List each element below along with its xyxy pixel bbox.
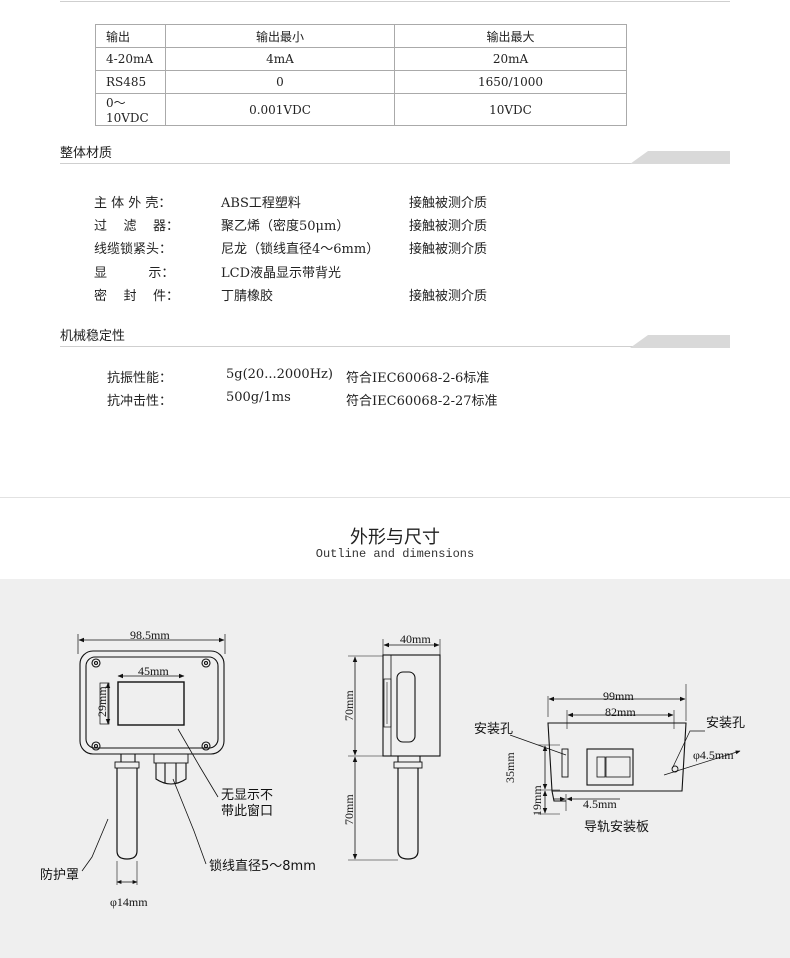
rail-gap-label: 4.5mm <box>583 797 617 811</box>
material-note: 接触被测介质 <box>409 242 488 257</box>
table-cell: 4mA <box>165 47 395 71</box>
mechanical-label: 抗冲击性： <box>107 394 173 409</box>
materials-title: 整体材质 <box>60 146 113 161</box>
section-separator <box>0 497 790 498</box>
protective-cover-label: 防护罩 <box>40 867 79 883</box>
material-value: ABS工程塑料 <box>221 196 301 211</box>
material-label: 线缆锁紧头： <box>94 242 173 257</box>
material-note: 接触被测介质 <box>409 196 488 211</box>
table-row: 0～10VDC 0.001VDC 10VDC <box>95 93 627 126</box>
rail-plate-view <box>509 684 741 815</box>
mechanical-label: 抗振性能： <box>107 371 173 386</box>
table-cell: 0～10VDC <box>95 93 166 126</box>
front-view <box>77 634 226 885</box>
material-label: 过 滤 器： <box>94 219 180 234</box>
header-max: 输出最大 <box>394 24 627 48</box>
material-note: 接触被测介质 <box>409 219 488 234</box>
outline-title: 外形与尺寸 <box>350 527 440 548</box>
side-upper-height-label: 70mm <box>342 690 356 721</box>
output-table: 输出 输出最小 输出最大 4-20mA 4mA 20mA RS485 0 165… <box>95 24 627 126</box>
rail-plate-label: 导轨安装板 <box>584 820 649 835</box>
material-label: 显 示： <box>94 266 175 281</box>
rail-offset-label: 19mm <box>530 785 544 816</box>
drawing-canvas: 98.5mm 45mm 29mm 无显示不 带此窗口 防护罩 φ14mm 锁线直… <box>40 628 745 909</box>
window-width-label: 45mm <box>138 664 169 678</box>
rail-hole-diameter-label: φ4.5mm <box>693 748 734 762</box>
mechanical-note: 符合IEC60068-2-27标准 <box>346 394 498 409</box>
top-divider <box>60 0 730 5</box>
table-cell: 20mA <box>394 47 627 71</box>
material-label: 主 体 外 壳： <box>94 196 172 211</box>
table-row: 4-20mA 4mA 20mA <box>95 47 627 71</box>
side-view <box>348 639 441 861</box>
materials-tab <box>630 151 730 164</box>
mechanical-title: 机械稳定性 <box>60 329 126 344</box>
no-display-note-1: 无显示不 <box>221 788 273 803</box>
mechanical-value: 5g(20...2000Hz) <box>226 367 333 382</box>
materials-divider <box>60 163 730 164</box>
cable-lock-label: 锁线直径5～8mm <box>209 858 316 874</box>
rail-hole-right-label: 安装孔 <box>706 716 745 731</box>
table-cell: 0.001VDC <box>165 93 395 126</box>
material-value: LCD液晶显示带背光 <box>221 266 342 281</box>
front-width-label: 98.5mm <box>130 628 170 642</box>
rail-height-label: 35mm <box>503 752 517 783</box>
table-cell: RS485 <box>95 70 166 94</box>
header-output: 输出 <box>95 24 166 48</box>
header-min: 输出最小 <box>165 24 395 48</box>
table-cell: 0 <box>165 70 395 94</box>
material-label: 密 封 件： <box>94 289 180 304</box>
outline-subtitle: Outline and dimensions <box>315 547 475 561</box>
side-depth-label: 40mm <box>400 632 431 646</box>
mechanical-tab <box>630 335 730 348</box>
side-lower-height-label: 70mm <box>342 794 356 825</box>
probe-diameter-label: φ14mm <box>110 895 148 909</box>
mechanical-value: 500g/1ms <box>226 390 291 405</box>
table-row: RS485 0 1650/1000 <box>95 70 627 94</box>
table-cell: 4-20mA <box>95 47 166 71</box>
table-cell: 10VDC <box>394 93 627 126</box>
material-value: 聚乙烯（密度50μm） <box>221 219 350 234</box>
dimension-drawing: 98.5mm 45mm 29mm 无显示不 带此窗口 防护罩 φ14mm 锁线直… <box>0 579 790 958</box>
material-value: 尼龙（锁线直径4～6mm） <box>221 242 380 257</box>
no-display-note-2: 带此窗口 <box>221 803 273 819</box>
table-header-row: 输出 输出最小 输出最大 <box>95 24 627 48</box>
mechanical-note: 符合IEC60068-2-6标准 <box>346 371 490 386</box>
rail-hole-left-label: 安装孔 <box>474 722 513 737</box>
mechanical-divider <box>60 346 730 347</box>
material-value: 丁腈橡胶 <box>221 289 274 304</box>
window-height-label: 29mm <box>95 686 109 717</box>
rail-inner-width-label: 82mm <box>605 705 636 719</box>
rail-outer-width-label: 99mm <box>603 689 634 703</box>
table-cell: 1650/1000 <box>394 70 627 94</box>
material-note: 接触被测介质 <box>409 289 488 304</box>
